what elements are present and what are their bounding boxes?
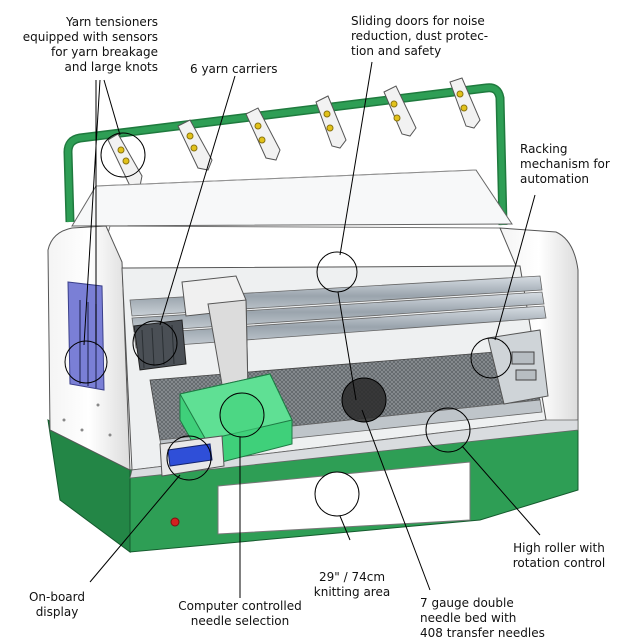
- yarn-carrier-5: [383, 85, 417, 137]
- top-handle-frame: [63, 83, 508, 226]
- callout-circle-selection: [219, 392, 265, 438]
- callout-circle-roller: [425, 407, 471, 453]
- left-side-panel: [47, 225, 131, 471]
- label-sliding-doors: Sliding doors for noise reduction, dust …: [351, 14, 489, 58]
- callout-circle-doors: [316, 251, 358, 293]
- callout-circle-tensioner: [100, 132, 146, 178]
- label-knitting-area: 29" / 74cm knitting area: [313, 570, 391, 599]
- yarn-carrier-4: [315, 95, 347, 149]
- carriage: [133, 275, 249, 397]
- label-racking-mechanism: Racking mechanism for automation: [520, 142, 610, 186]
- label-needle-bed: 7 gauge double needle bed with 408 trans…: [420, 596, 545, 640]
- label-high-roller: High roller with rotation control: [512, 541, 606, 570]
- yarn-carrier-arms: [107, 77, 481, 187]
- leader-lines: [83, 61, 541, 598]
- yarn-carrier-2: [177, 119, 213, 171]
- yarn-carrier-1: [107, 133, 143, 187]
- callout-circle-knitting-area: [314, 471, 360, 517]
- label-yarn-tensioners: Yarn tensioners equipped with sensors fo…: [22, 15, 158, 74]
- callout-circles: [64, 132, 512, 517]
- racking-mechanism: [487, 329, 549, 405]
- callout-circle-racking: [470, 337, 512, 379]
- label-needle-selection: Computer controlled needle selection: [178, 599, 302, 628]
- indicator-light: [170, 517, 180, 527]
- sliding-doors: [71, 169, 521, 271]
- label-onboard-display: On-board display: [28, 590, 86, 619]
- callout-circle-display: [166, 435, 212, 481]
- yarn-carrier-3: [245, 107, 281, 161]
- callout-circle-side-tensioner: [64, 340, 108, 384]
- callout-circle-needle-bed: [341, 377, 387, 423]
- label-yarn-carriers: 6 yarn carriers: [190, 62, 278, 76]
- callout-circle-left-carrier: [132, 320, 178, 366]
- yarn-carrier-6: [449, 77, 481, 129]
